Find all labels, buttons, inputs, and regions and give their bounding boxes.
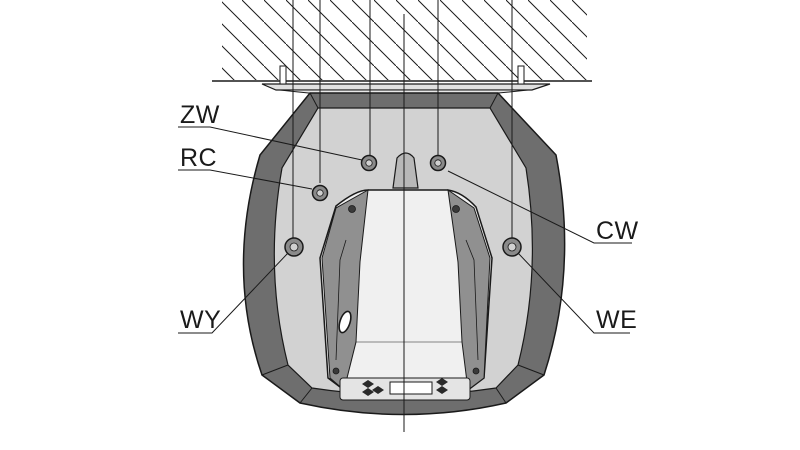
label-zw: ZW	[180, 101, 220, 129]
shell-facet-lines	[261, 92, 545, 404]
front-panel	[319, 188, 493, 391]
oval-window	[338, 310, 352, 334]
ceiling-wall	[212, 0, 592, 82]
connection-we	[502, 237, 522, 257]
connection-cw	[429, 154, 447, 172]
reference-lines	[292, 0, 513, 432]
connection-rc	[311, 184, 329, 202]
control-display	[339, 377, 471, 401]
leader-lines	[178, 126, 632, 334]
connection-points	[284, 154, 522, 257]
panel-screws	[332, 205, 480, 375]
top-bump	[392, 152, 419, 189]
label-cw: CW	[596, 217, 639, 245]
label-we: WE	[596, 306, 637, 334]
label-rc: RC	[180, 144, 217, 172]
connection-zw	[360, 154, 378, 172]
connection-wy	[284, 237, 304, 257]
label-wy: WY	[180, 306, 221, 334]
